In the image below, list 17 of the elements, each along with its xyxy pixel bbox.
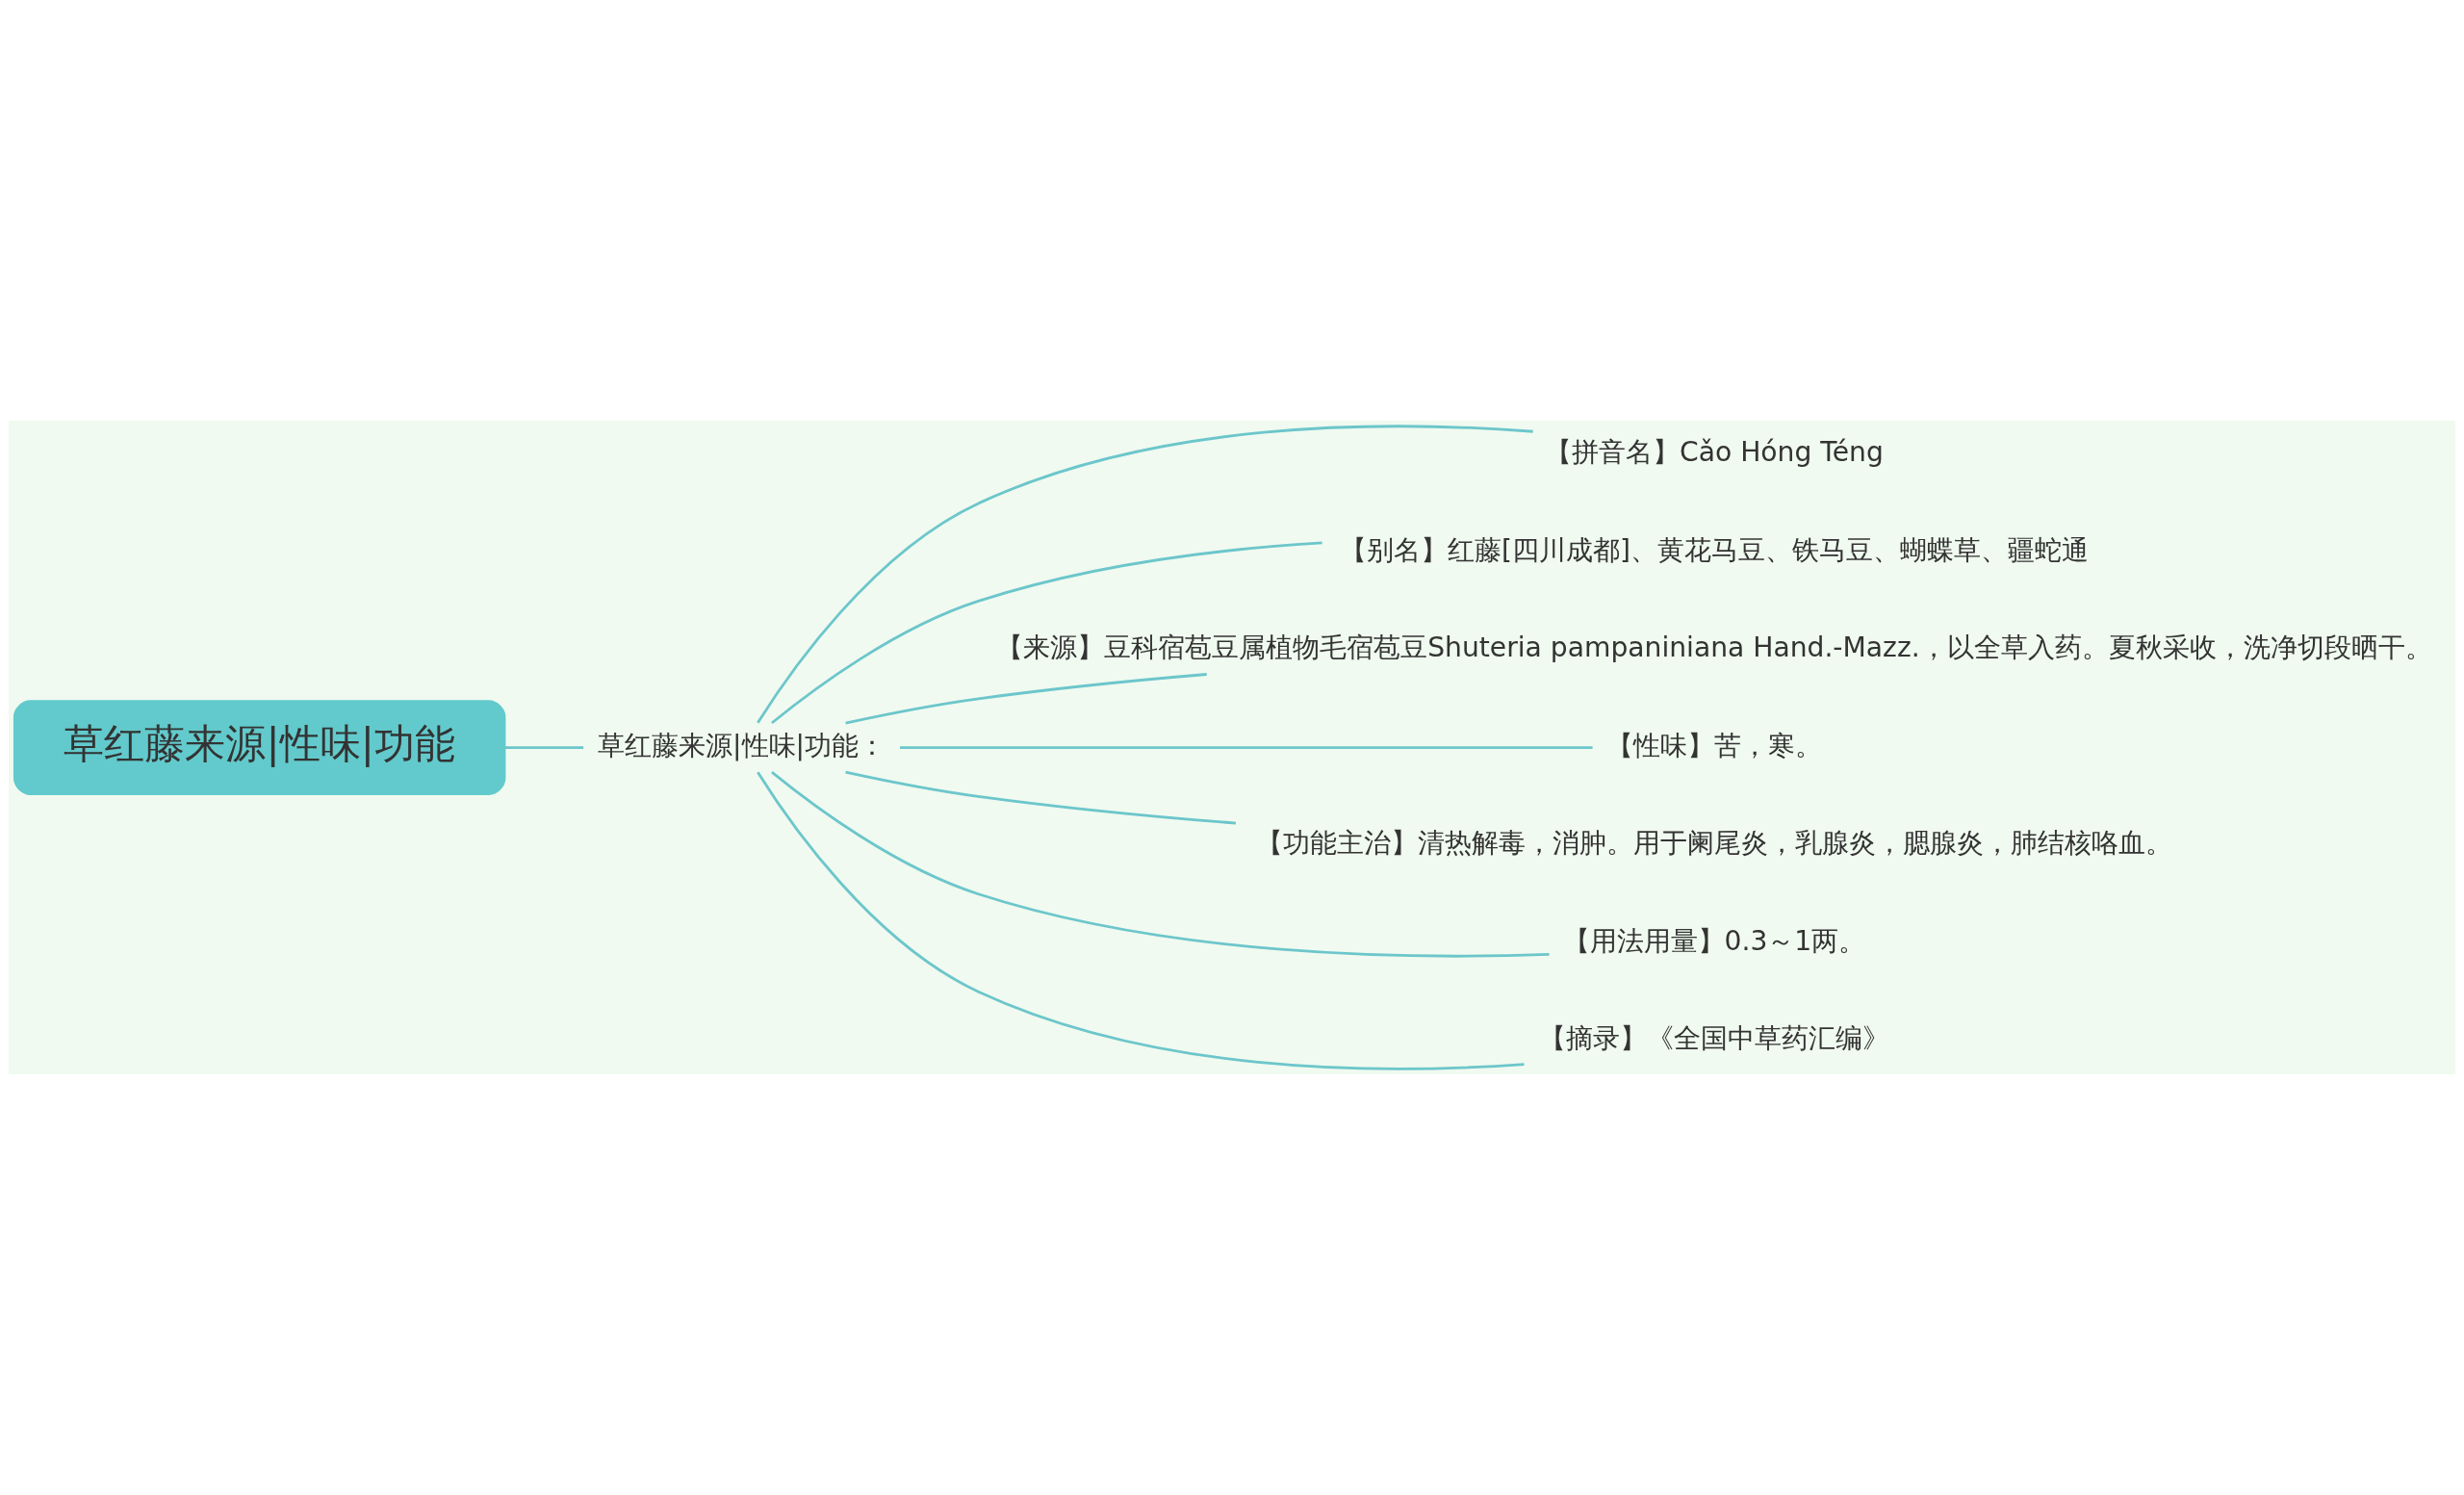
connector xyxy=(757,771,1525,1070)
node-text: 【别名】红藤[四川成都]、黄花马豆、铁马豆、蝴蝶草、疆蛇通 xyxy=(1339,533,2089,566)
connector xyxy=(771,771,1550,958)
connector xyxy=(900,746,1593,749)
node-text: 【功能主治】清热解毒，消肿。用于阑尾炎，乳腺炎，腮腺炎，肺结核咯血。 xyxy=(1255,827,2172,860)
node-text: 【用法用量】0.3～1两。 xyxy=(1562,924,1866,957)
connector xyxy=(771,541,1322,725)
connector xyxy=(757,425,1533,724)
node-text: 【摘录】《全国中草药汇编》 xyxy=(1538,1021,1889,1054)
node-text: 【拼音名】Cǎo Hóng Téng xyxy=(1545,436,1884,469)
node-box: 草红藤来源|性味|功能 xyxy=(13,700,506,795)
node-text: 草红藤来源|性味|功能： xyxy=(598,729,886,761)
node-text: 【性味】苦，寒。 xyxy=(1605,729,1822,761)
connector xyxy=(504,746,584,749)
connector xyxy=(845,673,1207,725)
node-text: 【来源】豆科宿苞豆属植物毛宿苞豆Shuteria pampaniniana Hand.-Mazz.，以全草入药。夏秋采收，洗净切段晒干。 xyxy=(996,632,2432,664)
connector xyxy=(845,770,1237,825)
